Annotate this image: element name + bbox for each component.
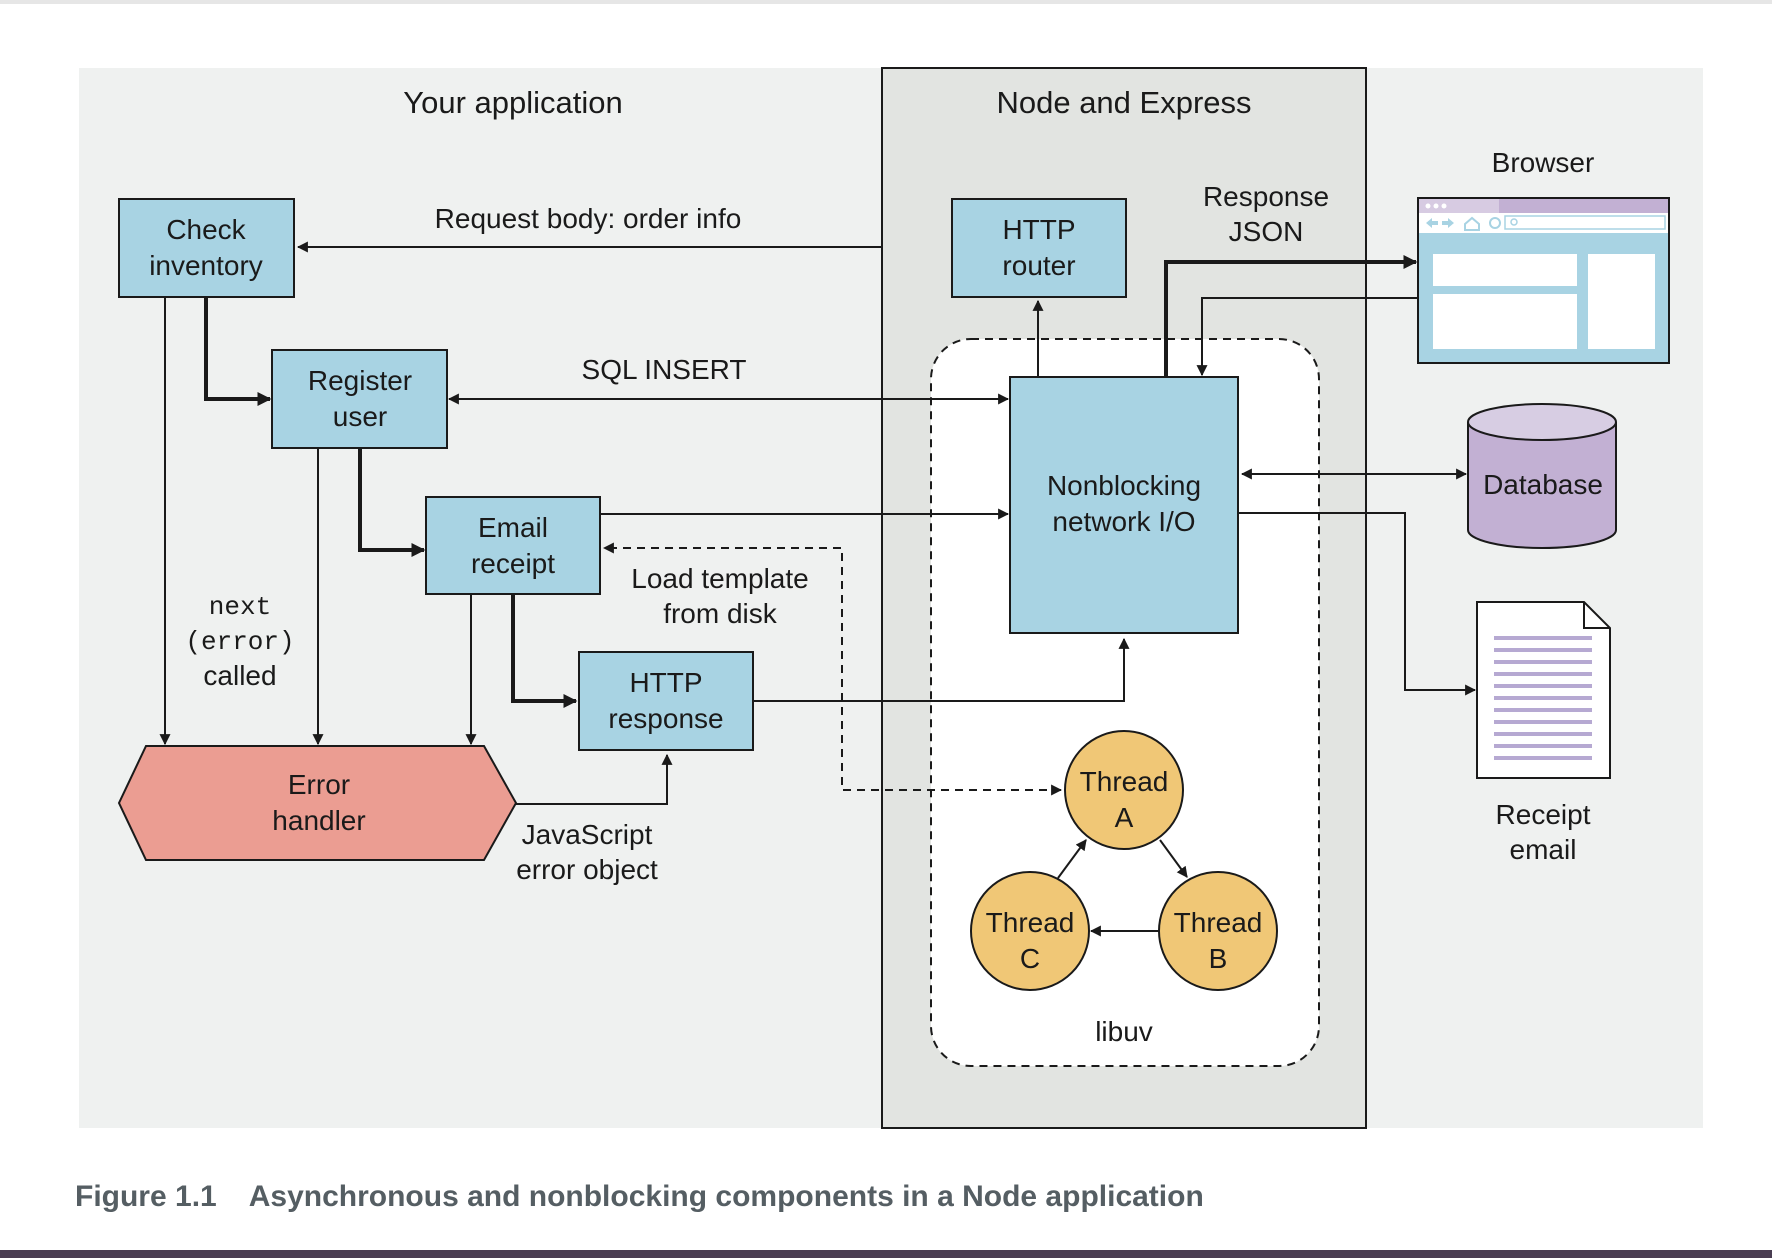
edge-error-to-response: [516, 753, 673, 805]
thread-c-circle: Thread C: [970, 871, 1090, 991]
label-js-error-1: JavaScript: [522, 819, 653, 850]
node-region-title: Node and Express: [996, 85, 1251, 120]
http-router-label-2: router: [1002, 250, 1075, 281]
thread-a-circle: Thread A: [1064, 730, 1184, 850]
edge-response-to-io: [753, 637, 1130, 702]
check-inventory-label-1: Check: [166, 214, 246, 245]
http-router-label-1: HTTP: [1002, 214, 1075, 245]
nonblocking-io-box: Nonblocking network I/O: [1009, 376, 1239, 634]
error-handler-label-1: Error: [288, 769, 350, 800]
nonblocking-io-label-1: Nonblocking: [1047, 470, 1201, 501]
edge-email-to-response: [511, 595, 578, 708]
app-region-title: Your application: [403, 85, 622, 120]
http-response-label-1: HTTP: [629, 667, 702, 698]
receipt-email-label-1: Receipt: [1496, 799, 1591, 830]
label-load-template-2: from disk: [663, 598, 778, 629]
email-receipt-label-1: Email: [478, 512, 548, 543]
register-user-label-1: Register: [308, 365, 412, 396]
email-receipt-label-2: receipt: [471, 548, 555, 579]
label-load-template-1: Load template: [631, 563, 808, 594]
edge-load-template: [602, 542, 1063, 796]
figure-caption: Figure 1.1 Asynchronous and nonblocking c…: [75, 1180, 1204, 1214]
check-inventory-label-2: inventory: [149, 250, 263, 281]
label-called: called: [203, 660, 276, 691]
browser-window-icon: [1417, 197, 1670, 364]
email-receipt-box: Email receipt: [425, 496, 601, 595]
architecture-diagram: Your application Node and Express libuv …: [79, 67, 1703, 1129]
error-handler-shape: Error handler: [117, 745, 518, 861]
nonblocking-io-label-2: network I/O: [1052, 506, 1195, 537]
thread-a-label-2: A: [1115, 802, 1134, 833]
http-response-label-2: response: [608, 703, 723, 734]
http-response-box: HTTP response: [578, 651, 754, 751]
edge-register-to-email: [358, 448, 426, 557]
label-sql-insert: SQL INSERT: [582, 354, 747, 385]
edge-io-to-receipt: [1239, 512, 1477, 696]
receipt-document-icon: [1476, 601, 1611, 779]
thread-a-label-1: Thread: [1080, 766, 1169, 797]
browser-label: Browser: [1492, 147, 1595, 178]
database-cylinder: Database: [1467, 403, 1617, 549]
label-request-body: Request body: order info: [435, 203, 742, 234]
bottom-bar: [0, 1250, 1772, 1258]
edge-thread-c-to-a: [1057, 839, 1087, 879]
database-label: Database: [1483, 469, 1603, 500]
thread-b-label-2: B: [1209, 943, 1228, 974]
label-next-error-2: (error): [185, 627, 294, 657]
register-user-box: Register user: [271, 349, 448, 449]
top-edge: [0, 0, 1772, 4]
edge-response-json: [1164, 255, 1418, 377]
register-user-label-2: user: [333, 401, 387, 432]
libuv-label: libuv: [1095, 1016, 1153, 1047]
check-inventory-box: Check inventory: [118, 198, 295, 298]
edge-check-to-register: [204, 298, 272, 406]
thread-c-label-1: Thread: [986, 907, 1075, 938]
label-response-json-1: Response: [1203, 181, 1329, 212]
figure-caption-text: Asynchronous and nonblocking components …: [248, 1180, 1204, 1213]
http-router-box: HTTP router: [951, 198, 1127, 298]
error-handler-label-2: handler: [272, 805, 365, 836]
edge-thread-a-to-b: [1159, 839, 1188, 878]
thread-c-label-2: C: [1020, 943, 1040, 974]
label-js-error-2: error object: [516, 854, 658, 885]
edge-browser-to-io: [1196, 297, 1418, 377]
label-response-json-2: JSON: [1229, 216, 1304, 247]
thread-b-label-1: Thread: [1174, 907, 1263, 938]
label-next-error-1: next: [209, 592, 271, 622]
receipt-email-label-2: email: [1510, 834, 1577, 865]
thread-b-circle: Thread B: [1158, 871, 1278, 991]
figure-number: Figure 1.1: [75, 1180, 217, 1213]
